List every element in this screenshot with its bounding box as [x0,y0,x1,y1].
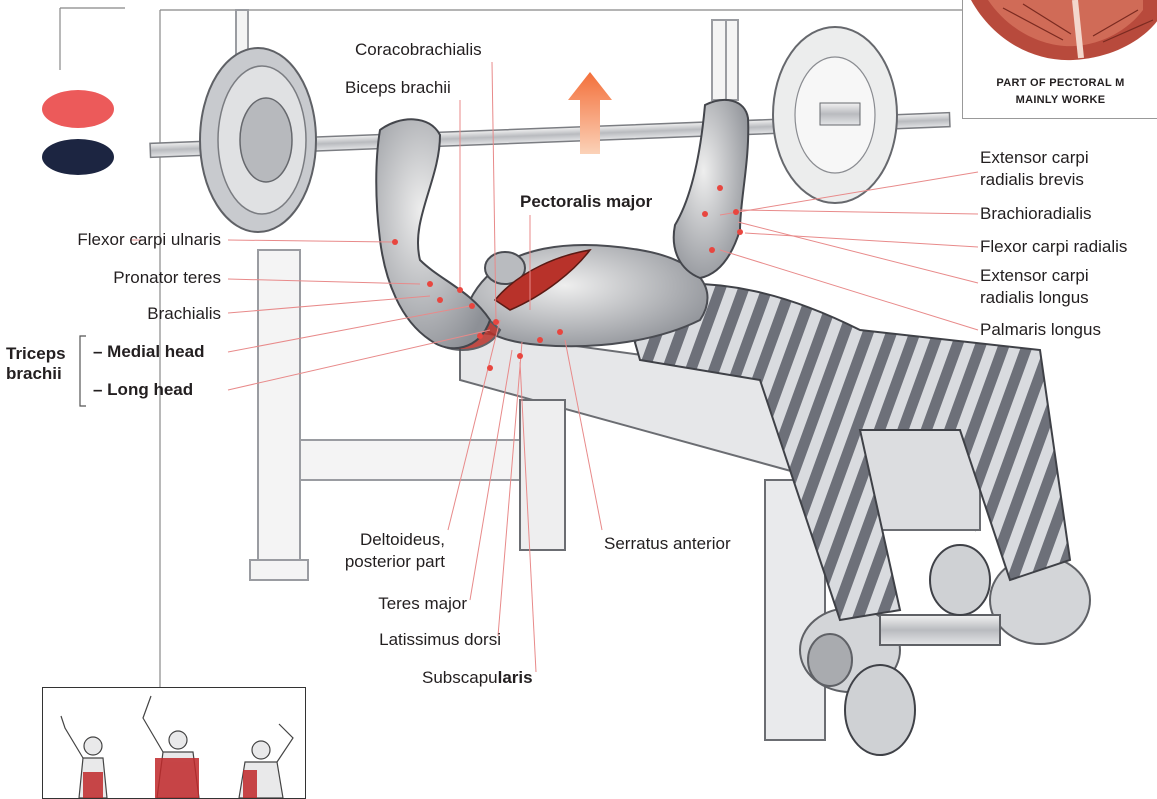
label-palmaris-longus: Palmaris longus [980,320,1101,340]
label-biceps-brachii: Biceps brachii [345,78,451,98]
label-latissimus-dorsi: Latissimus dorsi [379,630,501,650]
label-flexor-carpi-ulnaris: Flexor carpi ulnaris [77,230,221,250]
label-serratus-anterior: Serratus anterior [604,534,731,554]
label-pectoralis-major: Pectoralis major [520,192,652,212]
pectoral-inset-caption-line2: MAINLY WORKE [963,94,1157,106]
variations-inset-illustration [43,688,305,798]
label-brachioradialis: Brachioradialis [980,204,1092,224]
label-triceps-title-line1: Triceps [6,344,66,364]
label-flexor-carpi-radialis: Flexor carpi radialis [980,237,1127,257]
label-deltoideus-line2: posterior part [345,552,445,572]
label-teres-major: Teres major [378,594,467,614]
label-triceps-title-line2: brachii [6,364,62,384]
label-brachialis: Brachialis [147,304,221,324]
label-long-head: – Long head [93,380,193,400]
label-subscapularis: Subscapularis [422,668,533,688]
label-coracobrachialis: Coracobrachialis [355,40,482,60]
label-extensor-carpi-radialis-brevis-line2: radialis brevis [980,170,1084,190]
label-subscapularis-prefix: Subscapu [422,668,498,687]
pectoral-inset-illustration [963,0,1157,66]
legend-navy-swatch [42,139,114,175]
label-subscapularis-suffix: laris [498,668,533,687]
triceps-bracket [80,336,86,406]
label-medial-head: – Medial head [93,342,204,362]
variations-inset [42,687,306,799]
legend-red-swatch [42,90,114,128]
label-pronator-teres: Pronator teres [113,268,221,288]
pectoral-inset: PART OF PECTORAL M MAINLY WORKE [962,0,1157,119]
label-extensor-carpi-radialis-longus-line2: radialis longus [980,288,1089,308]
pectoral-inset-caption-line1: PART OF PECTORAL M [963,77,1157,89]
label-extensor-carpi-radialis-longus-line1: Extensor carpi [980,266,1089,286]
label-deltoideus-line1: Deltoideus, [360,530,445,550]
label-extensor-carpi-radialis-brevis-line1: Extensor carpi [980,148,1089,168]
